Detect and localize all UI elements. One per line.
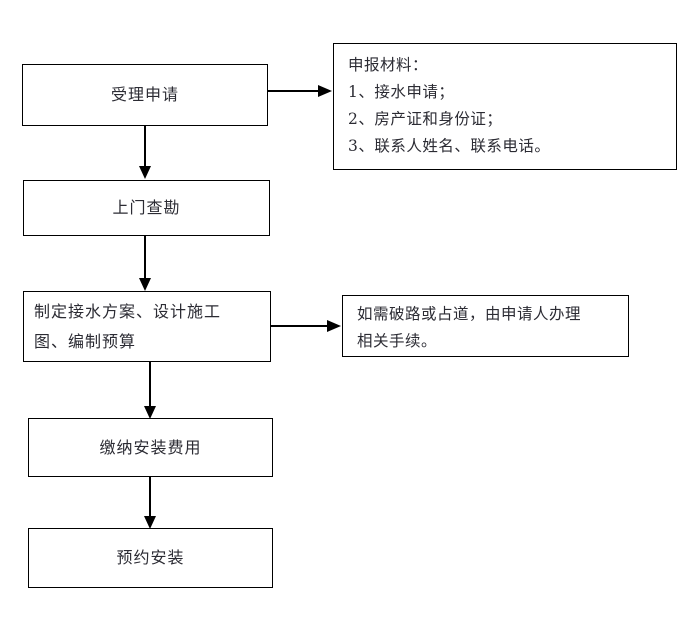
note2-line2: 相关手续。 [357,332,438,350]
connector-step4-to-step5 [143,477,157,530]
note1-line-item3: 3、联系人姓名、联系电话。 [348,137,551,155]
flow-node-step3[interactable]: 制定接水方案、设计施工图、编制预算 [23,291,271,362]
flow-node-step5-label: 预约安装 [116,548,185,567]
flow-node-step3-label: 制定接水方案、设计施工图、编制预算 [24,297,227,357]
flow-node-step2-label: 上门查勘 [112,198,181,217]
connector-step2-to-step3 [138,236,152,292]
note-box-road-permit: 如需破路或占道，由申请人办理 相关手续。 [342,295,629,357]
connector-step3-to-step4 [143,362,157,420]
flow-node-step4-label: 缴纳安装费用 [99,437,202,457]
note1-line-title: 申报材料： [348,56,429,74]
flow-node-step2[interactable]: 上门查勘 [23,180,270,236]
connector-step3-to-note2 [271,319,343,333]
note1-line-item2: 2、房产证和身份证； [348,110,503,128]
connector-step1-to-step2 [138,126,152,180]
flow-node-step3-line1: 制定接水方案、设计施工 [34,301,222,321]
flow-node-step1[interactable]: 受理申请 [22,64,268,126]
flow-node-step1-label: 受理申请 [110,85,179,104]
note-box-application-materials: 申报材料： 1、接水申请； 2、房产证和身份证； 3、联系人姓名、联系电话。 [333,43,677,170]
connector-step1-to-note1 [268,84,334,98]
flow-node-step5[interactable]: 预约安装 [28,528,273,588]
flow-node-step3-line2: 图、编制预算 [34,331,137,351]
flow-node-step4[interactable]: 缴纳安装费用 [28,418,273,477]
note2-line1: 如需破路或占道，由申请人办理 [357,305,582,323]
note1-line-item1: 1、接水申请； [348,83,455,101]
